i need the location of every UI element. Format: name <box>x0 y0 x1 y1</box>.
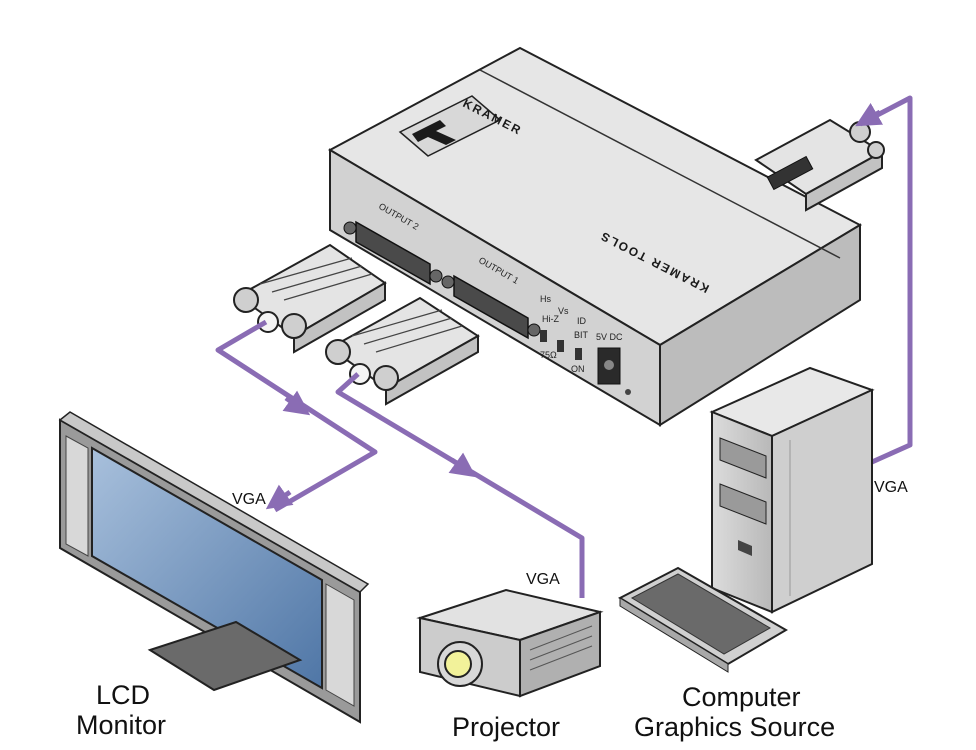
power-jack-hole-icon <box>604 360 614 370</box>
projector <box>416 588 604 698</box>
logo-mark-icon <box>412 120 456 145</box>
switch-hs[interactable] <box>540 330 547 342</box>
distribution-amplifier-box: KRAMER KRAMER TOOLS OUTPUT 2 OUTPUT 1 Hs… <box>327 46 863 427</box>
vga-plug-output-1 <box>325 296 480 406</box>
vga-plug-input <box>754 118 885 212</box>
switch-id[interactable] <box>575 348 582 360</box>
drive-bay-2 <box>719 483 767 525</box>
vga-label-source: VGA <box>874 479 908 496</box>
source-caption-line1: Computer <box>682 682 801 712</box>
lcd-caption-line1: LCD <box>96 680 150 710</box>
cable-source <box>855 95 913 465</box>
source-caption-line2: Graphics Source <box>634 712 835 742</box>
lcd-screen <box>91 446 323 690</box>
projector-caption: Projector <box>452 712 560 742</box>
projector-lens-icon <box>444 650 472 678</box>
switch-id-label: ID <box>577 316 587 326</box>
computer-tower <box>709 366 875 614</box>
output-1-port <box>441 274 541 340</box>
switch-bit-label: BIT <box>574 330 589 340</box>
vga-label-projector: VGA <box>526 571 560 588</box>
drive-bay-1 <box>719 437 767 479</box>
vga-label-lcd: VGA <box>232 491 266 508</box>
output-2-port <box>343 220 443 286</box>
switch-75-label: 75Ω <box>540 350 557 360</box>
lcd-monitor <box>58 411 370 724</box>
ground-icon <box>625 389 631 395</box>
vga-plug-output-2 <box>233 243 387 354</box>
keyboard <box>617 566 788 673</box>
lcd-caption-line2: Monitor <box>76 710 166 740</box>
switch-on-label: ON <box>571 364 585 374</box>
box-top-seam <box>479 69 841 259</box>
box-side <box>659 223 861 427</box>
switch-vs[interactable] <box>557 340 564 352</box>
switch-vs-label: Vs <box>558 306 569 316</box>
lcd-stand <box>147 620 303 692</box>
power-button-icon <box>738 540 752 556</box>
cable-projector <box>335 372 585 598</box>
cable-lcd <box>215 319 378 513</box>
power-label: 5V DC <box>596 332 623 342</box>
switch-hs-label: Hs <box>540 294 551 304</box>
switch-hiz-label: Hi-Z <box>542 314 559 324</box>
cable-boot-icon <box>257 311 279 333</box>
